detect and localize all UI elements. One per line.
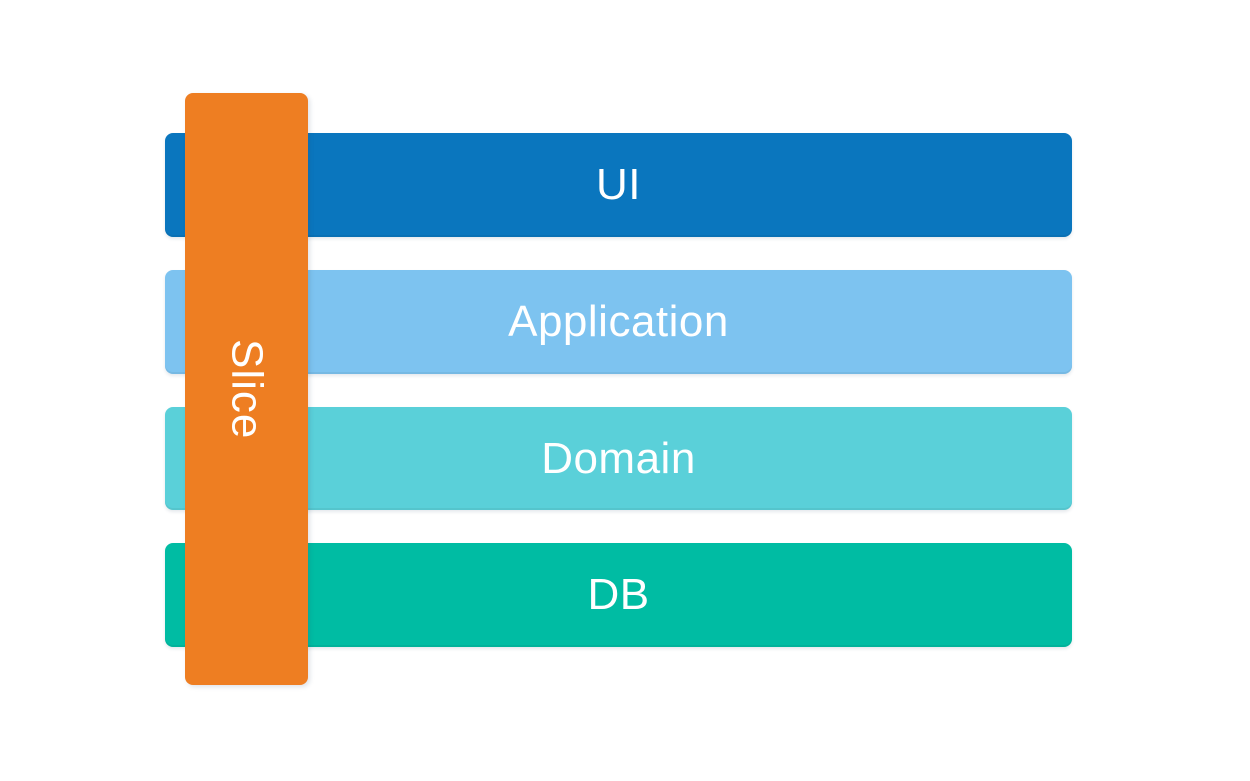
slice-bar: Slice (185, 93, 308, 685)
layer-label-domain: Domain (541, 433, 696, 483)
layer-label-application: Application (508, 297, 729, 346)
layer-bar-ui: UI (165, 133, 1072, 237)
layer-bar-application: Application (165, 270, 1072, 374)
slice-label: Slice (222, 338, 272, 440)
layer-bar-domain: Domain (165, 407, 1072, 510)
layer-bar-db: DB (165, 543, 1072, 647)
layer-label-ui: UI (596, 160, 641, 209)
layer-label-db: DB (587, 570, 650, 619)
